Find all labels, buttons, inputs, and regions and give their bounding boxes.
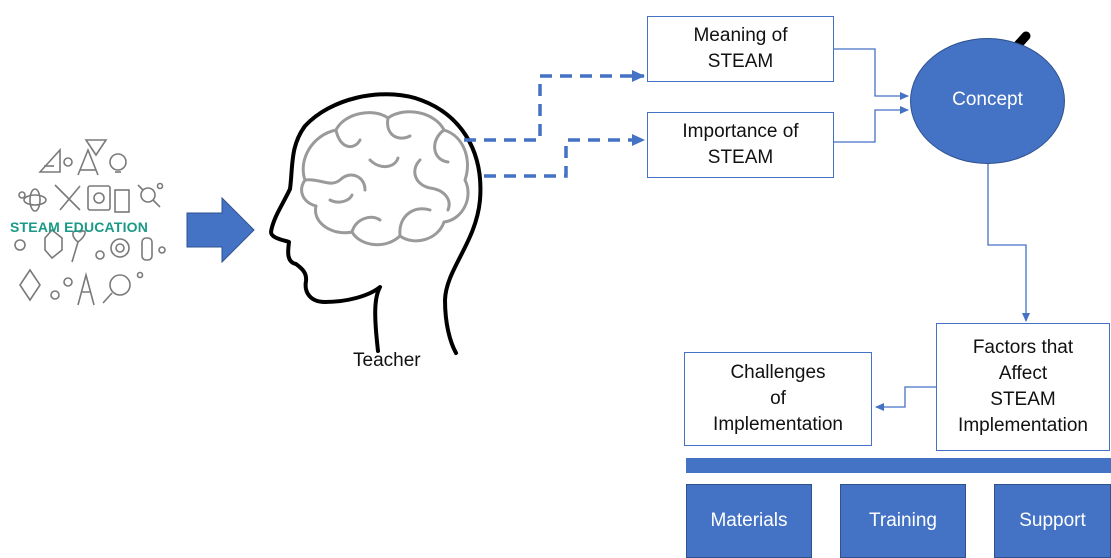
factor-box-support: Support (994, 484, 1111, 558)
importance-of-steam-box: Importance of STEAM (647, 112, 834, 178)
prism-icon (84, 139, 108, 157)
factor-label-support: Support (1019, 510, 1086, 531)
steam-education-logo (14, 139, 166, 306)
meaning-of-steam-label: Meaning of STEAM (693, 25, 788, 72)
factors-label: Factors that Affect STEAM Implementation (958, 337, 1088, 436)
scroll-icon (114, 189, 130, 213)
tools-icon (54, 184, 81, 211)
connector-meaning-concept (834, 48, 909, 100)
factor-label-materials: Materials (710, 510, 788, 531)
dashed-connector-importance (484, 134, 645, 178)
factors-divider-bar (686, 458, 1111, 473)
atom-icon (23, 194, 47, 206)
steam-education-logo-text: STEAM EDUCATION (10, 219, 149, 235)
cell-icon (14, 239, 26, 251)
dashed-connector-meaning (464, 70, 645, 142)
connector-factors-challenges (875, 386, 937, 411)
magnifier-icon (109, 274, 131, 296)
challenges-box: Challenges of Implementation (684, 352, 872, 446)
sparkle-icon (19, 268, 41, 302)
importance-of-steam-label: Importance of STEAM (682, 121, 799, 168)
meaning-of-steam-box: Meaning of STEAM (647, 16, 834, 82)
teacher-label: Teacher (353, 350, 421, 371)
connector-importance-concept (834, 106, 909, 143)
factor-box-training: Training (840, 484, 966, 558)
challenges-label: Challenges of Implementation (713, 362, 843, 435)
connector-concept-factors (987, 163, 1030, 322)
triangle-ruler-icon (38, 147, 61, 173)
hexagon-icon (44, 228, 63, 260)
flow-arrow-icon (186, 196, 255, 264)
plant-icon (71, 230, 86, 263)
dot-icon (63, 157, 73, 167)
factor-label-training: Training (869, 510, 937, 531)
concept-label: Concept (952, 89, 1023, 110)
drafting-compass-icon (77, 271, 95, 306)
compass-icon (77, 147, 99, 176)
test-tube-icon (141, 237, 153, 261)
teacher-head-icon (269, 92, 483, 355)
concept-node: Concept (910, 38, 1065, 164)
lightbulb-icon (109, 153, 127, 171)
cog-icon (110, 238, 130, 258)
factor-box-materials: Materials (686, 484, 812, 558)
book-icon (87, 185, 111, 211)
gear-icon (93, 192, 105, 204)
factors-box: Factors that Affect STEAM Implementation (936, 323, 1110, 451)
brain-icon (300, 110, 470, 247)
molecule-icon (140, 187, 156, 203)
